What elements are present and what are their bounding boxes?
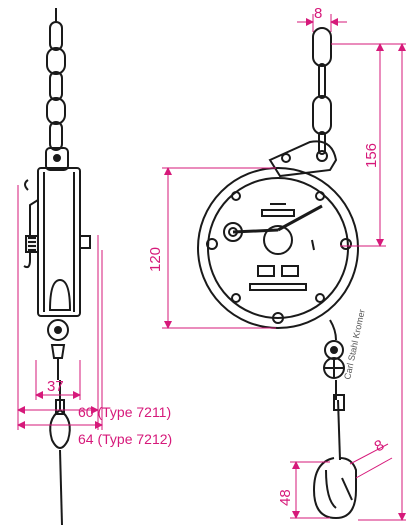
front-dimensions <box>162 14 406 521</box>
side-bracket <box>45 147 69 171</box>
dim-chain-link: 8 <box>314 5 322 22</box>
snap-hook <box>312 457 357 520</box>
front-housing <box>197 167 359 329</box>
screw-left <box>206 238 218 250</box>
ratchet-icon <box>47 319 69 341</box>
front-view <box>197 27 359 520</box>
screw-right <box>340 238 352 250</box>
dim-hook-height: 48 <box>277 489 294 506</box>
dim-housing-height: 120 <box>147 247 164 272</box>
side-chain <box>46 8 66 151</box>
front-chain <box>312 27 332 155</box>
screw-bottom <box>272 312 284 324</box>
side-bottom-hook <box>49 409 71 449</box>
note-type-7211: 60 (Type 7211) <box>78 404 171 420</box>
side-dimensions <box>17 185 103 430</box>
side-tool-hook <box>23 199 39 269</box>
watermark: Carl Stahl Kromer <box>342 308 367 380</box>
side-bump <box>48 278 72 311</box>
lock-nut <box>79 235 91 249</box>
side-view <box>23 8 91 526</box>
adjust-knob <box>25 235 39 253</box>
dim-side-width: 37 <box>47 378 64 395</box>
note-type-7212: 64 (Type 7212) <box>78 431 172 447</box>
dim-hook-to-housing: 156 <box>363 143 380 168</box>
suspension-eye <box>268 140 338 178</box>
